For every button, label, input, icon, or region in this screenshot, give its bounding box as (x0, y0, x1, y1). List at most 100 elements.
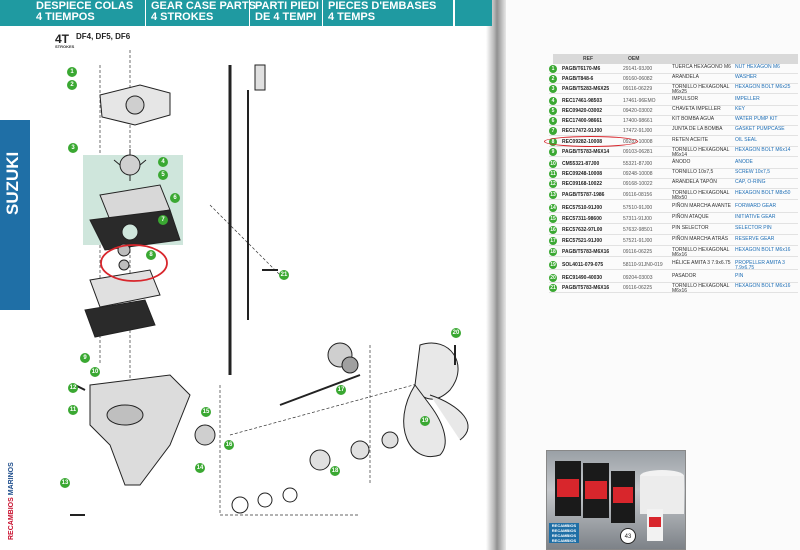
part-description-es: TORNILLO 10x7,5 (672, 169, 714, 175)
header-spanish-line2: 4 TIEMPOS (36, 11, 95, 23)
oil-bottles-illustration (555, 461, 684, 541)
row-number: 15 (549, 215, 557, 223)
part-description-en: SCREW 10x7,5 (735, 169, 771, 175)
part-description-en: HEXAGON BOLT M6x16 (735, 283, 791, 289)
part-description-en: HEXAGON BOLT M6x25 (735, 84, 791, 90)
part-description-es: ARANDELA (672, 74, 699, 80)
part-description-en: FORWARD GEAR (735, 203, 777, 209)
header-spanish-line1: DESPIECE COLAS (36, 0, 134, 12)
header-end-line (453, 0, 455, 26)
part-ref: PAGB/T5783-M6X16 (562, 249, 610, 255)
photo-caption: RECAMBIOS RECAMBIOS RECAMBIOS RECAMBIOS (549, 523, 579, 543)
row-number: 3 (549, 85, 557, 93)
part-description-en: OIL SEAL (735, 137, 758, 143)
row-number: 13 (549, 191, 557, 199)
part-oem: 09204-03003 (623, 275, 653, 281)
part-oem: 29141-93J00 (623, 66, 653, 72)
header-french-line2: 4 TEMPS (328, 11, 376, 23)
row-number: 12 (549, 180, 557, 188)
part-description-en: WASHER (735, 74, 757, 80)
book-gutter (486, 0, 506, 550)
part-ref: REC57510-91J00 (562, 205, 603, 211)
part-description-es: TORNILLO HEXAGONAL M8x50 (672, 190, 730, 201)
header-italian: PARTI PIEDI DE 4 TEMPI (255, 1, 319, 23)
header-spanish: DESPIECE COLAS 4 TIEMPOS (36, 1, 133, 23)
part-oem: 57311-91J00 (623, 216, 652, 222)
part-description-en: GASKET PUMPCASE (735, 126, 785, 132)
left-page (0, 0, 492, 550)
part-ref: REC17472-91J00 (562, 128, 603, 134)
header-separator (145, 0, 146, 26)
callout-20: 20 (451, 328, 461, 338)
part-description-es: HÉLICE AMITA 3 7.9x6.75 (672, 260, 731, 266)
callout-2: 2 (67, 80, 77, 90)
part-description-es: TORNILLO HEXAGONAL M6x14 (672, 147, 730, 158)
header-separator (322, 0, 323, 26)
part-ref: PAGB/T5283-M6X25 (562, 86, 610, 92)
oil-products-photo: RECAMBIOS RECAMBIOS RECAMBIOS RECAMBIOS (546, 450, 686, 550)
part-ref: PAGB/T5787-1986 (562, 192, 605, 198)
part-description-en: ANODE (735, 159, 753, 165)
part-oem: 09116-08156 (623, 192, 653, 198)
part-description-es: ARANDELA TAPÓN (672, 179, 717, 185)
part-description-en: SELECTOR PIN (735, 225, 772, 231)
row-number: 11 (549, 170, 557, 178)
table-row: 13 PAGB/T5787-1986 09116-08156 TORNILLO HEX… (549, 190, 798, 200)
part-description-en: KEY (735, 106, 746, 112)
part-ref: REC57632-97L00 (562, 227, 603, 233)
header-italian-line2: DE 4 TEMPI (255, 11, 317, 23)
row-number: 19 (549, 261, 557, 269)
part-oem: 57510-91J00 (623, 205, 653, 211)
part-ref: PAGB/T5783-M6X16 (562, 285, 610, 291)
callout-17: 17 (336, 385, 346, 395)
callout-8: 8 (146, 250, 156, 260)
callout-15: 15 (201, 407, 211, 417)
recambios-marinos-logo: RECAMBIOS MARINOS (0, 462, 30, 550)
brand-tab-label: SUZUKI (3, 151, 22, 215)
part-ref: REC09420-03002 (562, 108, 603, 114)
part-oem: 57632-98501 (623, 227, 653, 233)
row-number: 7 (549, 127, 557, 135)
brand-tab: SUZUKI (0, 120, 30, 310)
part-description-en: HEXAGON BOLT M8x50 (735, 190, 791, 196)
part-oem: 09116-06229 (623, 86, 653, 92)
part-description-en: INITIATIVE GEAR (735, 214, 776, 220)
engine-models: DF4, DF5, DF6 (76, 32, 131, 41)
part-description-es: TUERCA HEXAGONO M6 (672, 64, 731, 70)
part-ref: REC57311-98600 (562, 216, 602, 222)
part-description-es: PIÑON MARCHA ATRÁS (672, 236, 729, 242)
row-number: 4 (549, 97, 557, 105)
row-number: 1 (549, 65, 557, 73)
part-description-es: CHAVETA IMPELLER (672, 106, 721, 112)
part-description-es: KIT BOMBA AGUA (672, 116, 715, 122)
logo-text-red: RECAMBIOS (8, 497, 15, 540)
callout-5: 5 (158, 170, 168, 180)
part-ref: REC09168-10022 (562, 181, 603, 187)
header-english-line1: GEAR CASE PARTS (151, 0, 256, 12)
callout-4: 4 (158, 157, 168, 167)
part-description-es: IMPULSOR (672, 96, 699, 102)
callout-21: 21 (279, 270, 289, 280)
part-description-en: WATER PUMP KIT (735, 116, 778, 122)
part-description-en: HEXAGON BOLT M6x16 (735, 247, 791, 253)
row-number: 18 (549, 248, 557, 256)
row-number: 17 (549, 237, 557, 245)
part-oem: 09103-06281 (623, 149, 653, 155)
part-oem: 17400-98661 (623, 118, 653, 124)
parts-table-header: REF OEM (553, 54, 798, 64)
part-ref: CM55321-87J00 (562, 161, 600, 167)
row-number: 10 (549, 160, 557, 168)
callout-14: 14 (195, 463, 205, 473)
